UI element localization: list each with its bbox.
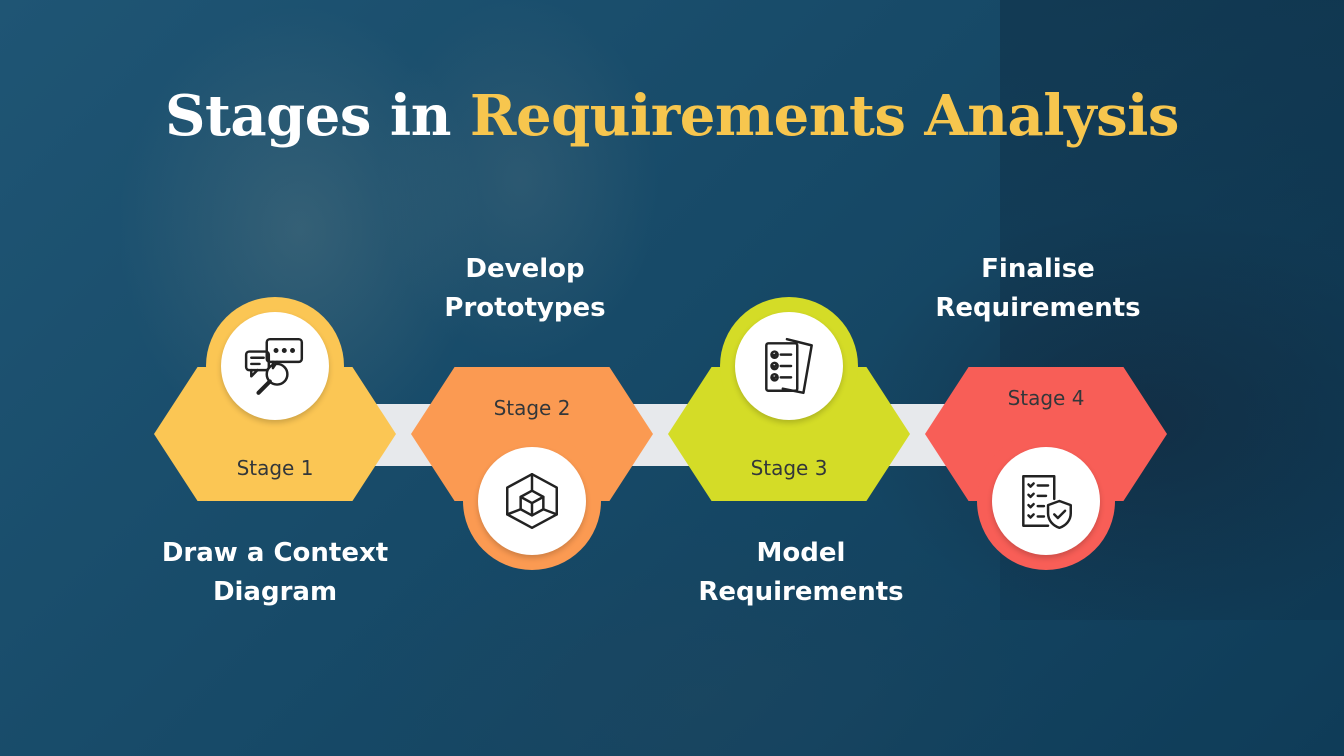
title-part-1: Stages in	[165, 83, 451, 149]
chat-search-icon	[244, 337, 304, 395]
stage-2-description-line-2: Prototypes	[444, 293, 606, 323]
stage-4-description-line-1: Finalise	[981, 254, 1095, 284]
checklist-documents-icon	[765, 337, 813, 395]
stage-1-description-line-1: Draw a Context	[161, 538, 389, 568]
title-part-2: Requirements Analysis	[469, 83, 1180, 149]
stage-3-label: Stage 3	[750, 456, 828, 480]
cube-icon	[506, 472, 558, 530]
stage-4-description: Finalise Requirements	[888, 250, 1188, 328]
stage-1-description-line-2: Diagram	[212, 577, 338, 607]
stage-4-description-line-2: Requirements	[935, 293, 1141, 323]
stage-2-label: Stage 2	[493, 396, 571, 420]
page-title: Stages in Requirements Analysis	[0, 78, 1344, 154]
stage-2-description: Develop Prototypes	[375, 250, 675, 328]
stage-1-icon-circle	[206, 297, 344, 435]
stage-2-description-line-1: Develop	[465, 254, 585, 284]
stage-3-description: Model Requirements	[651, 534, 951, 612]
checklist-shield-icon	[1022, 475, 1072, 530]
stage-3-description-line-2: Requirements	[698, 577, 904, 607]
stage-3-icon-circle	[720, 297, 858, 435]
stage-3-description-line-1: Model	[756, 538, 846, 568]
stage-1-description: Draw a Context Diagram	[125, 534, 425, 612]
stage-2-icon-circle	[463, 432, 601, 570]
stage-4-icon-circle	[977, 432, 1115, 570]
stage-4-label: Stage 4	[1007, 386, 1085, 410]
stage-1-label: Stage 1	[236, 456, 314, 480]
